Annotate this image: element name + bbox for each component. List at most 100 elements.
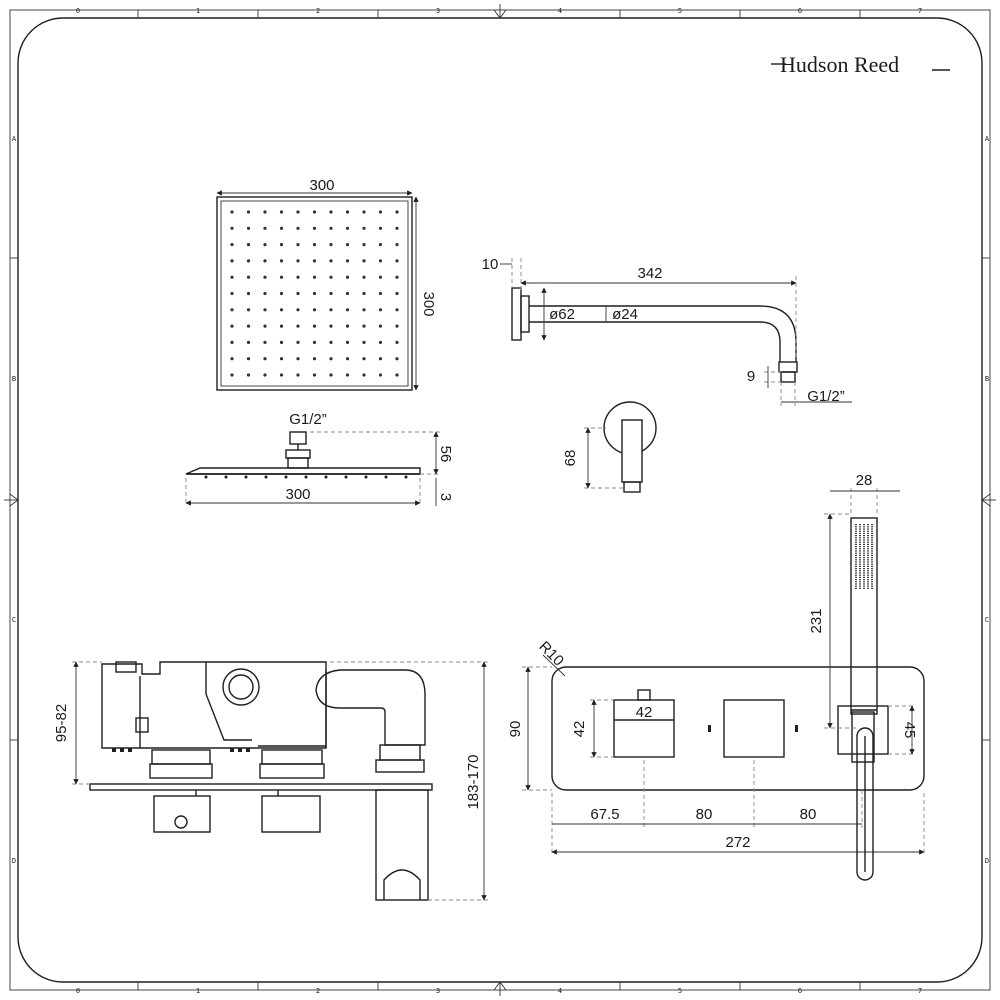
spray-hole [859,546,861,548]
nozzle-dot [329,324,333,328]
nozzle-dot [329,210,333,214]
nozzle-dot [296,308,300,312]
spray-hole [859,559,861,561]
nozzle-dot [312,243,317,247]
spray-hole [867,563,869,565]
wall-outlet: 68 [562,401,657,493]
row-label-left: C [12,616,16,624]
spray-hole [867,570,869,572]
nozzle-dot [279,291,284,296]
row-label-left: A [12,135,17,143]
nozzle-dot [296,357,300,361]
spray-hole [859,537,861,539]
nozzle-dot [312,357,317,361]
nozzle-dot [345,291,350,296]
spray-hole [855,572,857,574]
spray-hole [855,541,857,543]
nozzle-dot [246,373,251,377]
spray-hole [871,541,873,543]
nozzle-dot [345,259,350,263]
spray-hole [863,581,865,583]
spray-hole [863,570,865,572]
spray-hole [867,585,869,587]
spray-hole [859,539,861,541]
spray-hole [871,563,873,565]
spray-hole [863,563,865,565]
spray-hole [855,554,857,556]
spray-hole [867,543,869,545]
nozzle-dot [230,291,234,296]
nozzle-dot [362,340,366,344]
nozzle-dot [296,340,300,344]
valve-range-label: 183-170 [465,754,482,809]
nozzle-dot [345,357,350,361]
spray-hole [859,568,861,570]
spray-hole [871,559,873,561]
col-label-top: 1 [196,7,200,15]
row-label-right: D [985,857,989,865]
spray-hole [859,552,861,554]
spray-hole [859,583,861,585]
row-label-right: C [985,616,989,624]
spray-hole [867,572,869,574]
spray-hole [855,530,857,532]
nozzle-dot [378,259,383,263]
spray-hole [855,543,857,545]
nozzle-dot [263,210,267,214]
nozzle-dot [246,275,251,279]
spray-hole [855,561,857,563]
spray-hole [863,579,865,581]
spray-hole [871,572,873,574]
nozzle-dot [246,243,251,247]
spray-hole [855,576,857,578]
spray-hole [871,532,873,534]
arm-pipe-diameter-label: ø24 [612,306,638,323]
nozzle-dot [345,308,350,312]
spray-hole [871,570,873,572]
nozzle-dot [378,226,383,230]
spray-hole [855,579,857,581]
nozzle-dot [345,275,350,279]
outlet-height-label: 68 [562,450,579,467]
nozzle-dot [263,357,267,361]
col-label-top: 0 [76,7,80,15]
col-label-bottom: 7 [918,987,922,995]
nozzle-dot [345,324,350,328]
spray-hole [859,561,861,563]
nozzle-dot [395,291,399,296]
spray-hole [867,557,869,559]
nozzle-dot [246,210,251,214]
col-label-top: 5 [678,7,682,15]
nozzle-dot [296,226,300,230]
spray-hole [859,576,861,578]
spray-hole [855,552,857,554]
spray-hole [867,568,869,570]
spray-hole [863,574,865,576]
nozzle-dot [246,357,251,361]
valve-side-view: 95-82 183-170 [53,661,490,901]
nozzle-dot [263,340,267,344]
nozzle-dot [378,275,383,279]
nozzle-dot [230,259,234,263]
spray-hole [863,526,865,528]
nozzle-dot [279,340,284,344]
nozzle-dot [312,340,317,344]
knob-height-label: 42 [571,721,588,738]
spray-hole [867,546,869,548]
spray-hole [855,587,857,589]
head-height-label: 300 [420,291,437,316]
nozzle-dot [312,226,317,230]
nozzle-dot [345,373,350,377]
head-thickness-label: 3 [437,493,454,501]
spray-hole [871,587,873,589]
spray-hole [867,583,869,585]
col-label-bottom: 5 [678,987,682,995]
nozzle-dot [345,340,350,344]
col-label-bottom: 3 [436,987,440,995]
spray-hole [855,581,857,583]
nozzle-dot [230,275,234,279]
nozzle-dot [230,210,234,214]
nozzle-dot [246,324,251,328]
spray-hole [859,528,861,530]
spray-hole [863,572,865,574]
